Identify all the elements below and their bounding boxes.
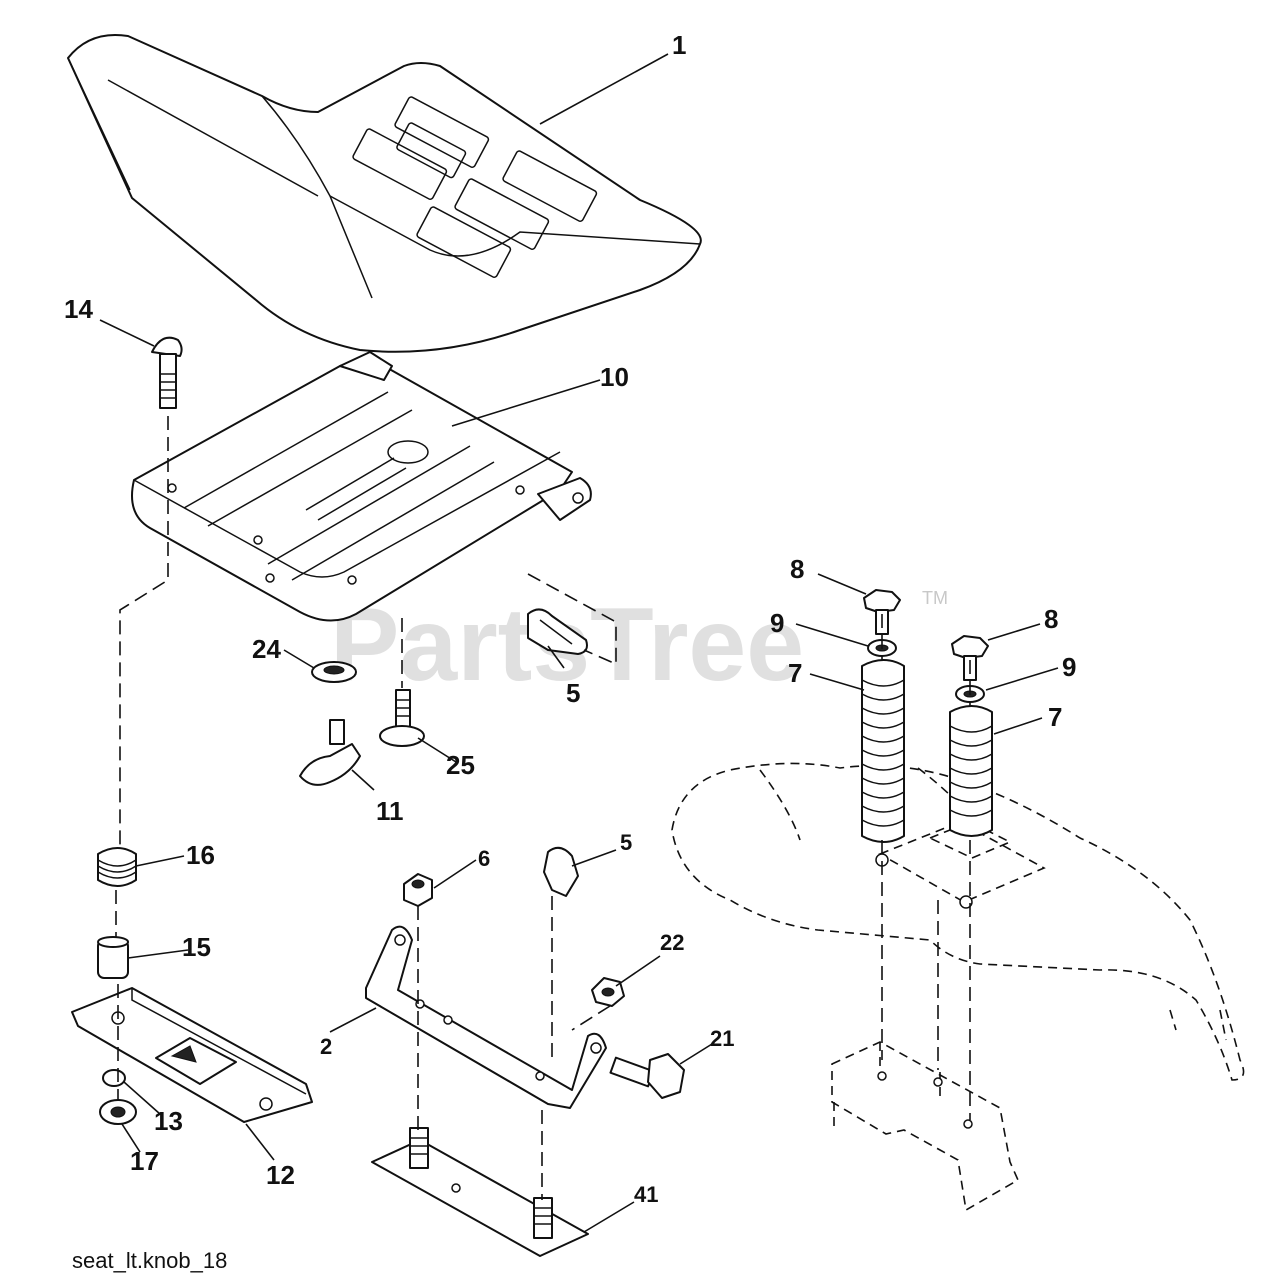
callout-9-right: 9 <box>1062 652 1076 682</box>
callout-14: 14 <box>64 294 93 324</box>
callout-5-upper: 5 <box>566 678 580 708</box>
assembly-lines <box>115 416 971 1200</box>
part-shoulder-bolt[interactable] <box>379 689 425 747</box>
leader-lines <box>99 53 1059 1233</box>
callout-22: 22 <box>660 930 684 955</box>
callout-9-left: 9 <box>770 608 784 638</box>
part-knob[interactable] <box>299 719 361 786</box>
callout-10: 10 <box>600 362 629 392</box>
callout-17: 17 <box>130 1146 159 1176</box>
part-washer-24[interactable] <box>311 661 357 683</box>
callout-25: 25 <box>446 750 475 780</box>
part-nut-22[interactable] <box>591 977 625 1007</box>
callout-16: 16 <box>186 840 215 870</box>
callout-7-left: 7 <box>788 658 802 688</box>
callout-1: 1 <box>672 30 686 60</box>
part-clip-upper[interactable] <box>527 608 588 655</box>
part-nut-6[interactable] <box>403 873 433 907</box>
callout-7-right: 7 <box>1048 702 1062 732</box>
part-bolt-8-left[interactable] <box>863 589 901 635</box>
callout-24: 24 <box>252 634 281 664</box>
part-nut-17[interactable] <box>99 1099 137 1125</box>
part-hinge-bracket[interactable] <box>365 925 607 1109</box>
part-spacer[interactable] <box>97 936 129 979</box>
callout-12: 12 <box>266 1160 295 1190</box>
part-shoulder-bolt-21[interactable] <box>609 1053 685 1099</box>
part-spring-7-left[interactable] <box>861 659 905 843</box>
part-seat-pan[interactable] <box>131 351 592 622</box>
watermark-trademark: TM <box>922 588 948 608</box>
part-washer-13[interactable] <box>102 1069 126 1087</box>
callout-41: 41 <box>634 1182 658 1207</box>
part-seat[interactable] <box>67 34 702 353</box>
callouts: 1 14 10 8 8 9 9 7 7 24 5 25 11 16 6 5 15… <box>64 30 1076 1207</box>
callout-11: 11 <box>376 796 404 826</box>
diagram-caption: seat_lt.knob_18 <box>72 1248 227 1273</box>
callout-8-right: 8 <box>1044 604 1058 634</box>
part-spring-16[interactable] <box>97 847 137 887</box>
part-carriage-bolt[interactable] <box>151 336 183 409</box>
callout-13: 13 <box>154 1106 183 1136</box>
part-clip-lower[interactable] <box>543 846 579 897</box>
part-stud-plate[interactable] <box>371 1127 589 1257</box>
part-spring-7-right[interactable] <box>949 705 993 837</box>
callout-21: 21 <box>710 1026 734 1051</box>
watermark: PartsTree TM <box>330 587 948 703</box>
callout-2: 2 <box>320 1034 332 1059</box>
callout-15: 15 <box>182 932 211 962</box>
callout-5-lower: 5 <box>620 830 632 855</box>
callout-8-left: 8 <box>790 554 804 584</box>
part-frame-stand <box>831 1041 1020 1212</box>
callout-6: 6 <box>478 846 490 871</box>
